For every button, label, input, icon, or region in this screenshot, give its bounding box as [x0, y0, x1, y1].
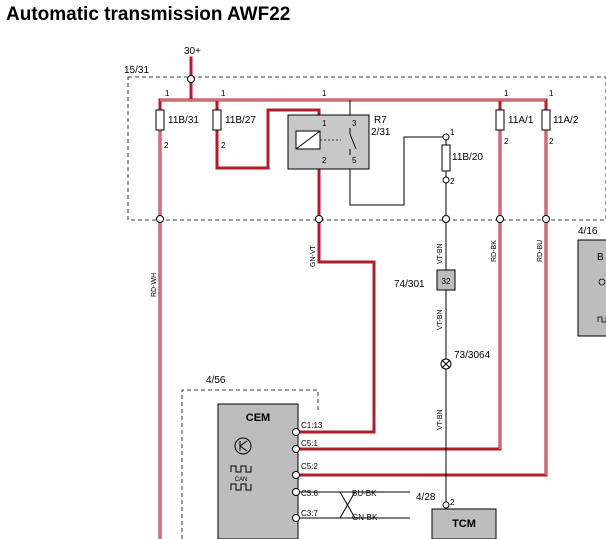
pin-label: 2	[504, 137, 509, 146]
fuse-11b20-label: 11B/20	[452, 152, 483, 163]
pin-label: 1	[221, 89, 226, 98]
fuse-box-ref: 15/31	[124, 65, 149, 76]
fuse-box-outline	[127, 76, 606, 221]
fuse-11b31	[155, 109, 165, 131]
fuse-11b20	[441, 144, 451, 172]
fuse-11b27	[212, 109, 222, 131]
relay-pin-label: 5	[352, 156, 357, 165]
supply-30-label: 30+	[184, 46, 201, 57]
wire-rd-bu-label: RD-BU	[537, 240, 544, 262]
pin-c1-13-label: C1:13	[301, 421, 323, 430]
pin-label: 1	[322, 89, 327, 98]
relay-pin-label: 3	[352, 119, 357, 128]
module-b-label: B	[597, 252, 604, 263]
tcm-label: TCM	[452, 518, 476, 530]
pin-c5-2-label: C5:2	[301, 462, 318, 471]
can-signal-icon	[230, 483, 252, 491]
wire-vt-bn-label: VT-BN	[437, 409, 444, 430]
can-label: CAN	[235, 477, 248, 483]
relay-ref: 2/31	[371, 127, 391, 138]
fuse-11b27-label: 11B/27	[225, 115, 256, 126]
cem-ref: 4/56	[206, 375, 226, 386]
cem-label: CEM	[246, 412, 270, 424]
pin-label: 2	[450, 177, 455, 186]
pin-label: 2	[164, 141, 169, 150]
pin-label: 1	[450, 128, 455, 137]
tcm-ref: 4/28	[416, 492, 436, 503]
pulse-signal-icon	[230, 465, 252, 473]
diagram-title: Automatic transmission AWF22	[6, 4, 291, 25]
relay-pin-label: 1	[322, 119, 327, 128]
relay-pin-label: 2	[322, 156, 327, 165]
wire-nodes	[156, 75, 550, 522]
wire-rd-bk-label: RD-BK	[491, 240, 498, 262]
splice-73-3064-label: 73/3064	[454, 350, 491, 361]
fuse-11a1	[495, 109, 505, 131]
fuse-11a2	[541, 109, 551, 131]
fuse-11b31-label: 11B/31	[168, 115, 199, 126]
wire-gn-bk-label: GN-BK	[352, 513, 378, 522]
power-wire-highlights	[159, 99, 547, 539]
connector-74-301-label: 74/301	[394, 279, 425, 290]
fuse-11a2-label: 11A/2	[553, 115, 579, 126]
pin-label: 2	[221, 141, 226, 150]
fuse-11a1-label: 11A/1	[508, 115, 534, 126]
module-b	[577, 239, 606, 337]
pin-label: 2	[450, 498, 455, 507]
wire-gn-vt-label: GN-VT	[310, 245, 317, 268]
pin-label: 1	[549, 89, 554, 98]
tcm-module	[431, 508, 497, 539]
connector-32-label: 32	[442, 277, 451, 286]
transistor-icon	[234, 437, 252, 455]
wire-vt-bn-label: VT-BN	[437, 243, 444, 264]
wire-rd-wh-label: RD-WH	[151, 273, 158, 297]
wire-vt-bn-label: VT-BN	[437, 309, 444, 330]
module-b-ref: 4/16	[578, 226, 598, 237]
connector-74-301	[436, 269, 456, 291]
splice-73-3064-icon	[440, 358, 452, 370]
relay-r7	[287, 114, 370, 170]
pin-c3-6-label: C3:6	[301, 489, 318, 498]
pin-c3-7-label: C3:7	[301, 509, 318, 518]
pin-c5-1-label: C5:1	[301, 439, 318, 448]
wire-bu-bk-label: BU-BK	[352, 489, 377, 498]
cem-area-outline	[181, 389, 319, 539]
relay-name: R7	[374, 115, 387, 126]
pin-label: 1	[504, 89, 509, 98]
cem-module	[217, 403, 299, 539]
pin-label: 1	[165, 89, 170, 98]
pin-label: 2	[549, 137, 554, 146]
